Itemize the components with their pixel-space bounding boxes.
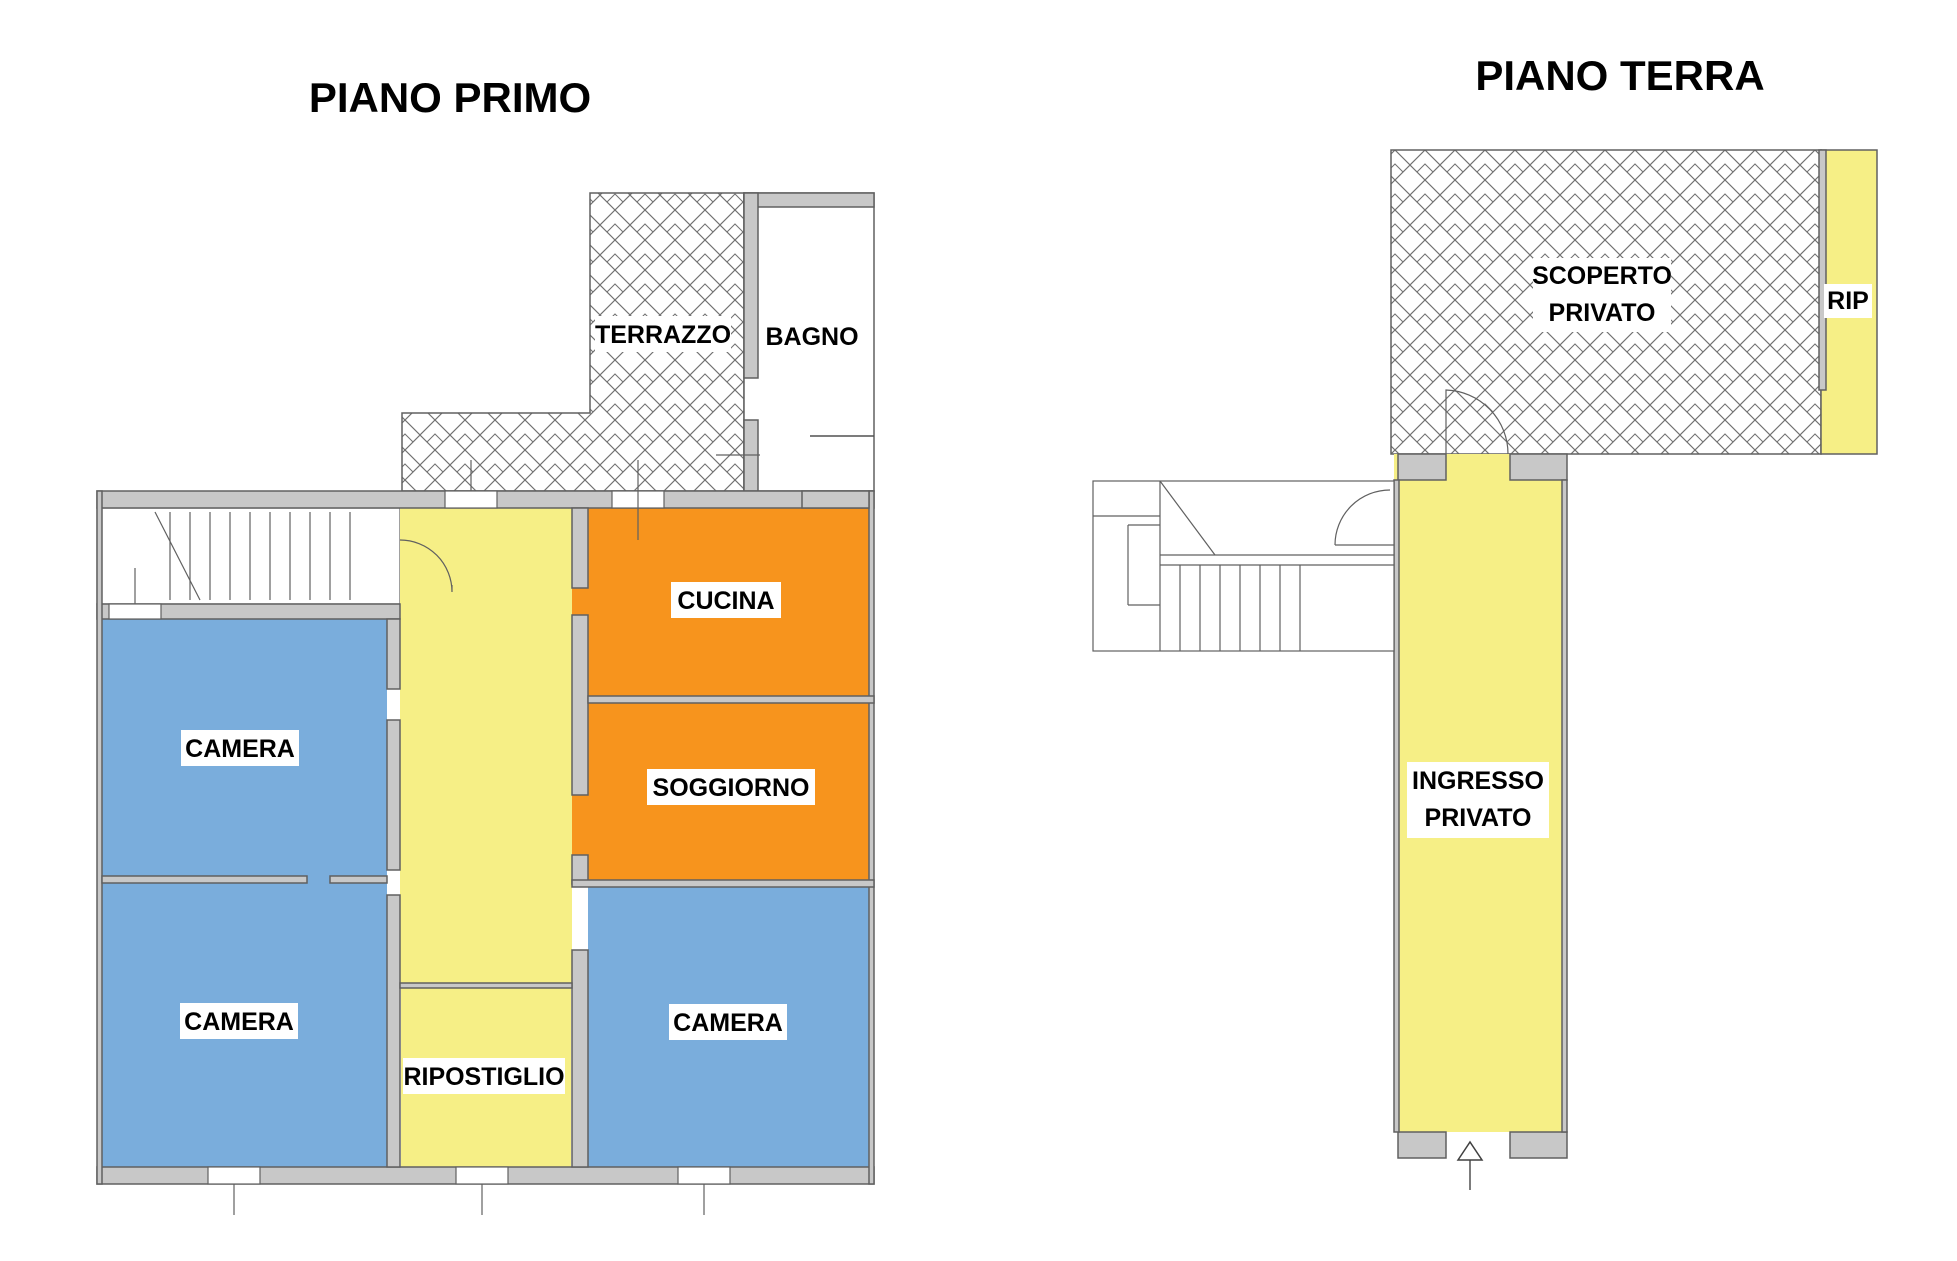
svg-text:CAMERA: CAMERA bbox=[185, 735, 295, 763]
svg-text:BAGNO: BAGNO bbox=[765, 323, 858, 351]
svg-text:PRIVATO: PRIVATO bbox=[1425, 804, 1532, 832]
label-rip: RIP bbox=[1824, 284, 1872, 318]
stair-area bbox=[96, 507, 401, 605]
svg-text:PRIVATO: PRIVATO bbox=[1549, 299, 1656, 327]
label-camera-2: CAMERA bbox=[180, 1003, 298, 1039]
entrance-arrow-icon bbox=[1456, 1140, 1484, 1190]
room-corridor bbox=[400, 508, 572, 983]
svg-text:SOGGIORNO: SOGGIORNO bbox=[653, 774, 810, 802]
stair-steps bbox=[1093, 480, 1394, 651]
svg-text:RIPOSTIGLIO: RIPOSTIGLIO bbox=[403, 1063, 564, 1091]
label-ripostiglio: RIPOSTIGLIO bbox=[403, 1058, 565, 1094]
door-swing bbox=[1334, 489, 1391, 546]
floor-piano-primo: PIANO PRIMO bbox=[96, 74, 875, 1215]
label-camera-3: CAMERA bbox=[669, 1004, 787, 1040]
svg-text:CAMERA: CAMERA bbox=[673, 1009, 783, 1037]
label-cucina: CUCINA bbox=[671, 582, 781, 618]
label-ingresso-privato: INGRESSO PRIVATO bbox=[1407, 762, 1549, 838]
windows-piano-primo bbox=[108, 460, 731, 1215]
door-swing bbox=[1445, 389, 1509, 455]
floor-piano-terra: PIANO TERRA bbox=[1092, 52, 1878, 1190]
wall bbox=[1818, 149, 1827, 391]
label-bagno: BAGNO bbox=[760, 318, 864, 354]
label-camera-1: CAMERA bbox=[181, 730, 299, 766]
svg-text:CUCINA: CUCINA bbox=[677, 587, 774, 615]
door-swing bbox=[399, 539, 453, 593]
floor-title: PIANO TERRA bbox=[1475, 52, 1764, 99]
floor-title: PIANO PRIMO bbox=[309, 74, 591, 121]
svg-text:SCOPERTO: SCOPERTO bbox=[1532, 262, 1672, 290]
stair-area bbox=[1092, 480, 1395, 652]
svg-text:RIP: RIP bbox=[1827, 287, 1869, 315]
walls-piano-terra bbox=[1393, 453, 1568, 1159]
wall bbox=[743, 192, 875, 208]
wall bbox=[743, 192, 759, 379]
label-terrazzo: TERRAZZO bbox=[595, 316, 731, 352]
svg-text:TERRAZZO: TERRAZZO bbox=[595, 321, 731, 349]
svg-text:CAMERA: CAMERA bbox=[184, 1008, 294, 1036]
label-soggiorno: SOGGIORNO bbox=[647, 769, 815, 805]
label-scoperto-privato: SCOPERTO PRIVATO bbox=[1532, 258, 1672, 332]
stair-steps bbox=[154, 511, 351, 601]
svg-text:INGRESSO: INGRESSO bbox=[1412, 767, 1544, 795]
